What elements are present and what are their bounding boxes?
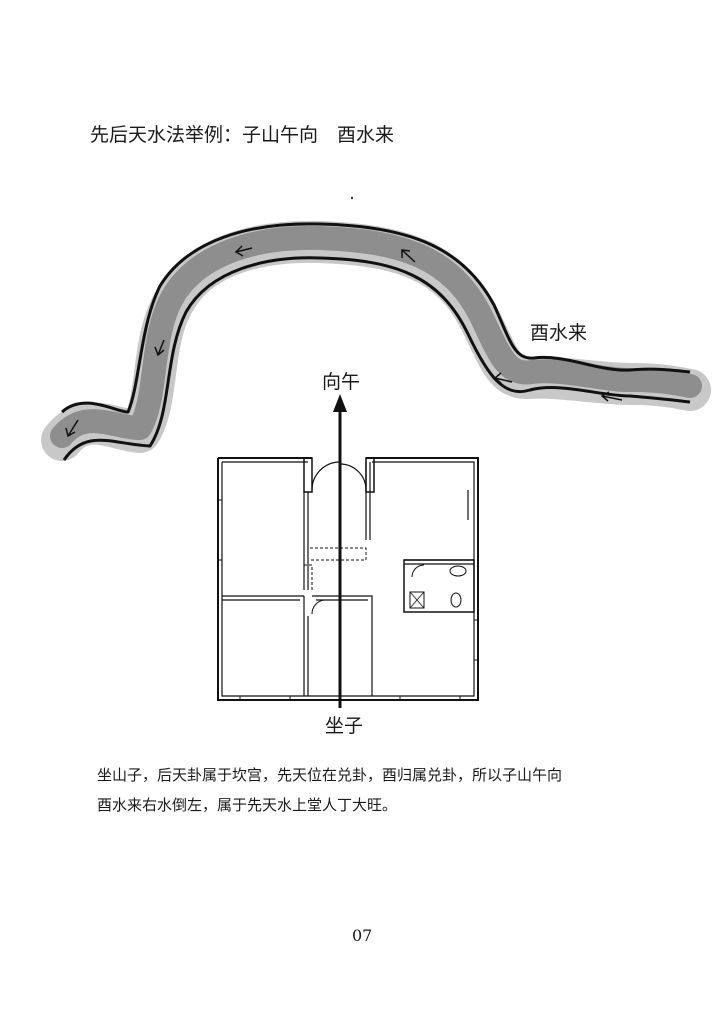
flow-arrow-icon [600,391,623,402]
page-title: 先后天水法举例：子山午向 酉水来 [90,124,395,146]
river-bank-outer [60,222,691,414]
description-line: 酉水来右水倒左，属于先天水上堂人丁大旺。 [97,796,398,814]
flow-arrow-icon [154,339,165,357]
page-number: 07 [352,926,373,945]
facing-label: 向午 [322,371,361,393]
flow-arrow-icon [65,419,79,438]
flow-arrow-icon [401,249,416,263]
description-line: 坐山子，后天卦属于坎宫，先天位在兑卦，酉归属兑卦，所以子山午向 [97,766,563,784]
water-label: 酉水来 [530,322,588,344]
flow-arrows [65,245,623,438]
river [41,220,711,461]
sitting-label: 坐子 [325,715,364,737]
river-bank-inner [62,256,691,461]
floor-plan [217,457,479,701]
flow-arrow-icon [234,245,253,257]
river-body [50,225,702,448]
front-door-swing [311,461,341,491]
outer-wall [217,457,479,701]
description: 坐山子，后天卦属于坎宫，先天位在兑卦，酉归属兑卦，所以子山午向 酉水来右水倒左，… [97,760,657,820]
axis-arrow [333,394,347,708]
flow-arrow-icon [493,372,513,384]
